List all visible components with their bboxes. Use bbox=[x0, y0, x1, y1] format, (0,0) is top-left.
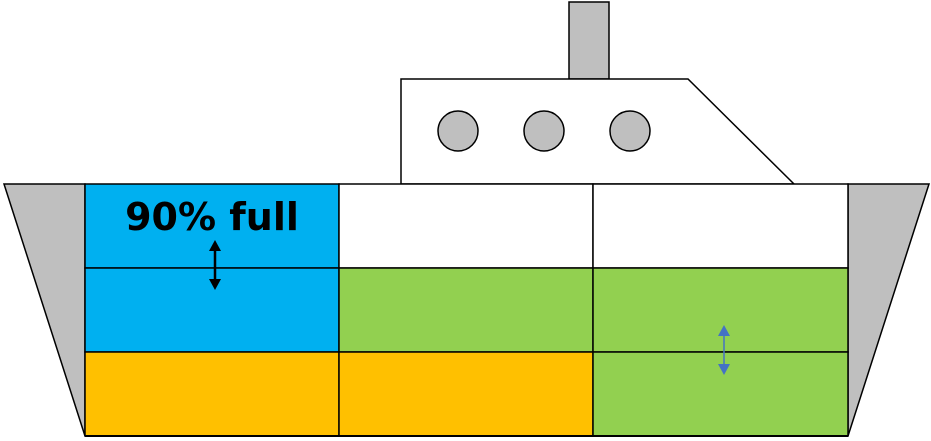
cargo-hold-r0-c0 bbox=[84, 183, 340, 269]
cargo-hold-r2-c1 bbox=[338, 351, 594, 437]
fill-level-label: 90% full bbox=[125, 195, 299, 239]
cargo-hold-r1-c2 bbox=[592, 267, 849, 353]
porthole-1 bbox=[437, 110, 479, 152]
fill-level-double-arrow bbox=[209, 240, 221, 290]
hull-right-side bbox=[847, 183, 931, 437]
adjust-level-double-arrow bbox=[718, 325, 730, 375]
cargo-hold-r2-c2 bbox=[592, 351, 849, 437]
ship-funnel bbox=[568, 1, 610, 80]
porthole-2 bbox=[523, 110, 565, 152]
cargo-hold-r2-c0 bbox=[84, 351, 340, 437]
cargo-hold-r1-c1 bbox=[338, 267, 594, 353]
hull-left-side bbox=[2, 183, 86, 437]
cargo-holds bbox=[84, 183, 849, 437]
porthole-3 bbox=[609, 110, 651, 152]
cargo-hold-r0-c2 bbox=[592, 183, 849, 269]
cargo-hold-r0-c1 bbox=[338, 183, 594, 269]
